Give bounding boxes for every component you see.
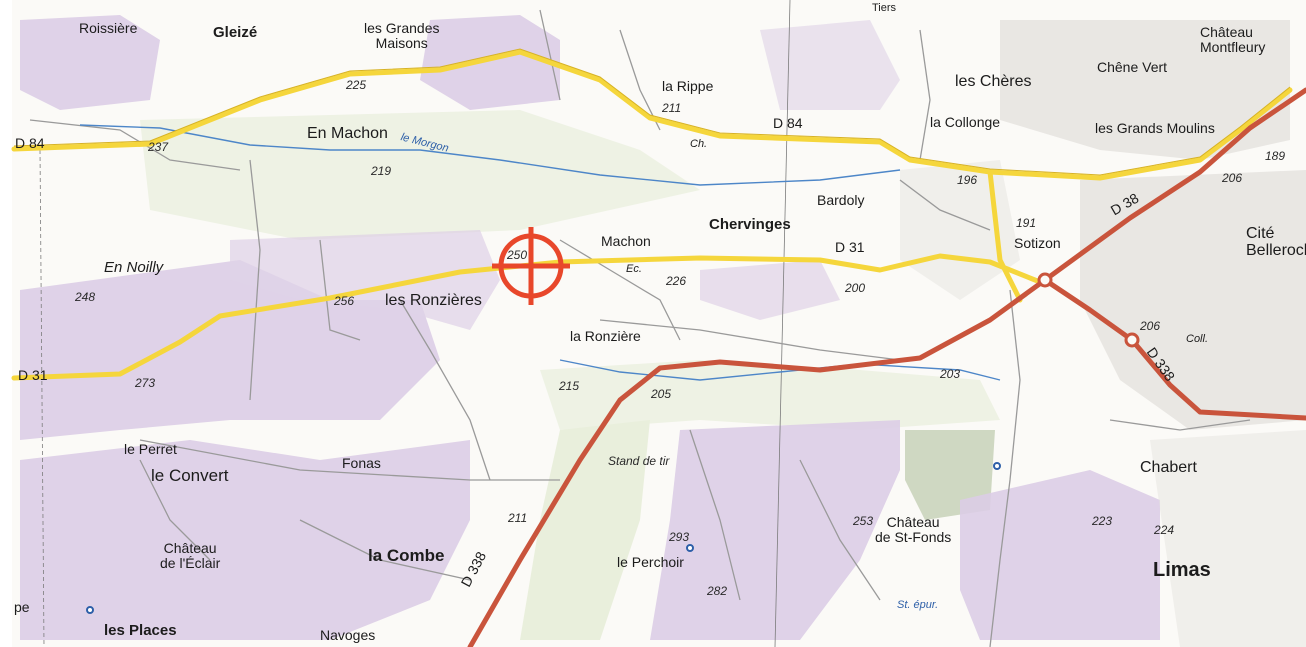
altitude-219: 219 bbox=[371, 164, 392, 178]
altitude-237: 237 bbox=[148, 140, 169, 154]
main-roads-outline bbox=[13, 48, 1291, 176]
road-d31-left: D 31 bbox=[18, 367, 48, 383]
altitude-215: 215 bbox=[559, 379, 580, 393]
built-up-areas bbox=[900, 20, 1306, 647]
altitude-224: 224 bbox=[1154, 523, 1175, 537]
place-machon: Machon bbox=[601, 233, 651, 249]
vineyard-areas bbox=[20, 15, 1160, 640]
place-les-ronzieres: les Ronzières bbox=[385, 292, 482, 309]
altitude-196: 196 bbox=[957, 173, 978, 187]
road-d84-mid: D 84 bbox=[773, 115, 803, 131]
altitude-191: 191 bbox=[1016, 216, 1037, 230]
place-en-noilly: En Noilly bbox=[104, 259, 164, 276]
altitude-225: 225 bbox=[346, 78, 367, 92]
major-roads bbox=[467, 87, 1306, 647]
place-le-convert: le Convert bbox=[151, 466, 229, 485]
road-d84-left: D 84 bbox=[15, 135, 45, 151]
place-chabert: Chabert bbox=[1140, 459, 1197, 476]
blue-markers bbox=[86, 462, 1001, 614]
place-le-perret: le Perret bbox=[124, 441, 177, 457]
altitude-250: 250 bbox=[507, 248, 528, 262]
altitude-273: 273 bbox=[135, 376, 156, 390]
altitude-253: 253 bbox=[853, 514, 874, 528]
place-chervinges: Chervinges bbox=[709, 216, 791, 233]
altitude-200: 200 bbox=[845, 281, 866, 295]
place-les-cheres: les Chères bbox=[955, 73, 1032, 90]
place-coll: Coll. bbox=[1186, 333, 1209, 345]
roundabouts bbox=[1037, 272, 1140, 348]
place-limas: Limas bbox=[1153, 559, 1211, 581]
altitude-226: 226 bbox=[666, 274, 687, 288]
place-les-places: les Places bbox=[104, 622, 177, 639]
place-roissiere: Roissière bbox=[79, 20, 138, 36]
altitude-206-mid: 206 bbox=[1140, 319, 1161, 333]
place-en-machon: En Machon bbox=[307, 125, 388, 142]
altitude-256: 256 bbox=[334, 294, 355, 308]
altitude-189: 189 bbox=[1265, 149, 1286, 163]
place-navoges: Navoges bbox=[320, 627, 376, 643]
place-bardoly: Bardoly bbox=[817, 192, 865, 208]
map-margin bbox=[0, 0, 12, 647]
place-chateau-de-leclair: Château de l'Éclair bbox=[160, 540, 221, 571]
place-le-perchoir: le Perchoir bbox=[617, 554, 684, 570]
road-d31-mid: D 31 bbox=[835, 239, 865, 255]
place-les-grandes-maisons: les Grandes Maisons bbox=[364, 20, 440, 51]
altitude-293: 293 bbox=[669, 530, 690, 544]
minor-roads bbox=[29, 9, 1251, 647]
open-land-areas bbox=[140, 110, 1000, 640]
place-cite-belleroche: Cité Belleroche bbox=[1246, 225, 1306, 259]
place-edge-left: pe bbox=[14, 599, 30, 615]
place-st-epur: St. épur. bbox=[897, 599, 939, 611]
place-sotizon: Sotizon bbox=[1014, 235, 1061, 251]
altitude-205: 205 bbox=[651, 387, 672, 401]
crosshair-target bbox=[492, 227, 570, 305]
place-fonas: Fonas bbox=[342, 455, 381, 471]
altitude-211-bottom: 211 bbox=[508, 511, 528, 525]
altitude-248: 248 bbox=[75, 290, 96, 304]
place-la-combe: la Combe bbox=[368, 546, 445, 565]
place-ch: Ch. bbox=[690, 138, 708, 150]
place-chateau-montfleury: Château Montfleury bbox=[1200, 24, 1266, 55]
altitude-206-top: 206 bbox=[1222, 171, 1243, 185]
place-chateau-de-st-fonds: Château de St-Fonds bbox=[875, 514, 952, 545]
water-courses bbox=[79, 124, 1001, 381]
place-la-collonge: la Collonge bbox=[930, 114, 1001, 130]
altitude-203: 203 bbox=[940, 367, 961, 381]
place-gleize: Gleizé bbox=[213, 24, 258, 41]
place-stand-de-tir: Stand de tir bbox=[608, 454, 670, 468]
altitude-211-top: 211 bbox=[662, 101, 682, 115]
altitude-223: 223 bbox=[1092, 514, 1113, 528]
place-la-ronziere: la Ronzière bbox=[570, 328, 641, 344]
altitude-282: 282 bbox=[707, 584, 728, 598]
place-chene-vert: Chêne Vert bbox=[1097, 59, 1168, 75]
place-ec: Ec. bbox=[626, 263, 642, 275]
place-tiers-edge: Tiers bbox=[872, 2, 897, 14]
place-la-rippe: la Rippe bbox=[662, 78, 714, 94]
grid-lines bbox=[39, 0, 791, 647]
place-les-grands-moulins: les Grands Moulins bbox=[1095, 120, 1215, 136]
